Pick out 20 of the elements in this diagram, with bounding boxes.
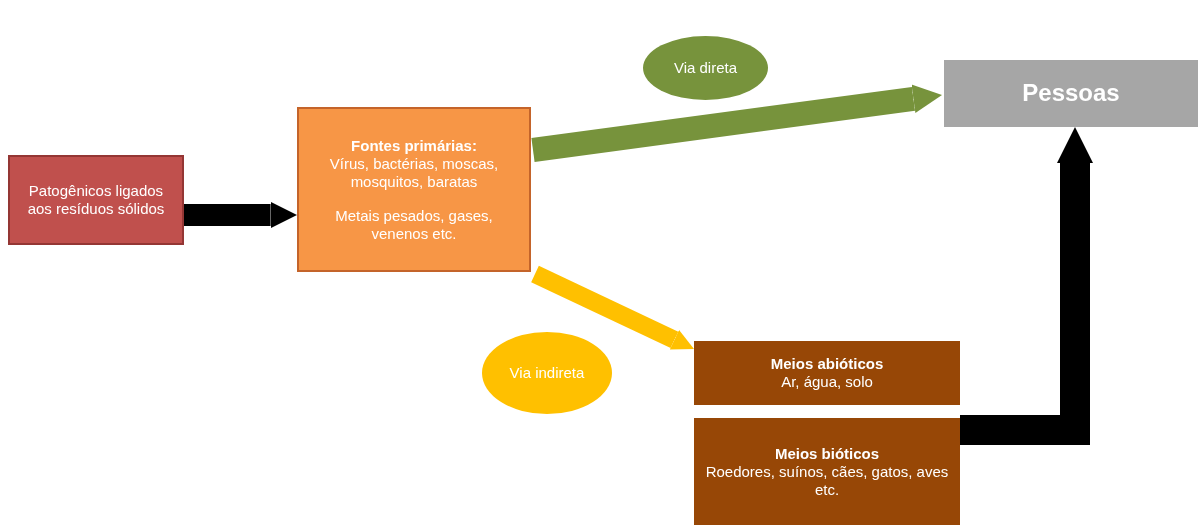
node-text: Metais pesados, gases, venenos etc.	[334, 206, 494, 243]
heading-text: Meios bióticos	[774, 444, 880, 463]
block-arrow	[531, 84, 942, 162]
heading-text: Meios abióticos	[770, 355, 884, 373]
node-text: Pessoas	[1022, 79, 1120, 108]
heading-text: Fontes primárias:	[351, 136, 477, 155]
node-text: Via indireta	[509, 364, 585, 382]
process-box	[694, 341, 960, 405]
block-arrow	[960, 127, 1093, 445]
node-text: Via direta	[673, 59, 738, 77]
process-box	[8, 155, 184, 245]
target-box	[944, 60, 1198, 127]
node-text: Roedores, suínos, cães, gatos, aves etc.	[704, 462, 950, 499]
node-text: Vírus, bactérias, moscas, mosquitos, baratas	[328, 154, 500, 191]
node-text: Patogênicos ligados aos resíduos sólidos	[26, 182, 166, 218]
process-box	[694, 418, 960, 525]
process-box	[297, 107, 531, 272]
block-arrow	[531, 265, 694, 350]
node-text: Ar, água, solo	[781, 373, 873, 391]
block-arrow	[184, 201, 297, 229]
